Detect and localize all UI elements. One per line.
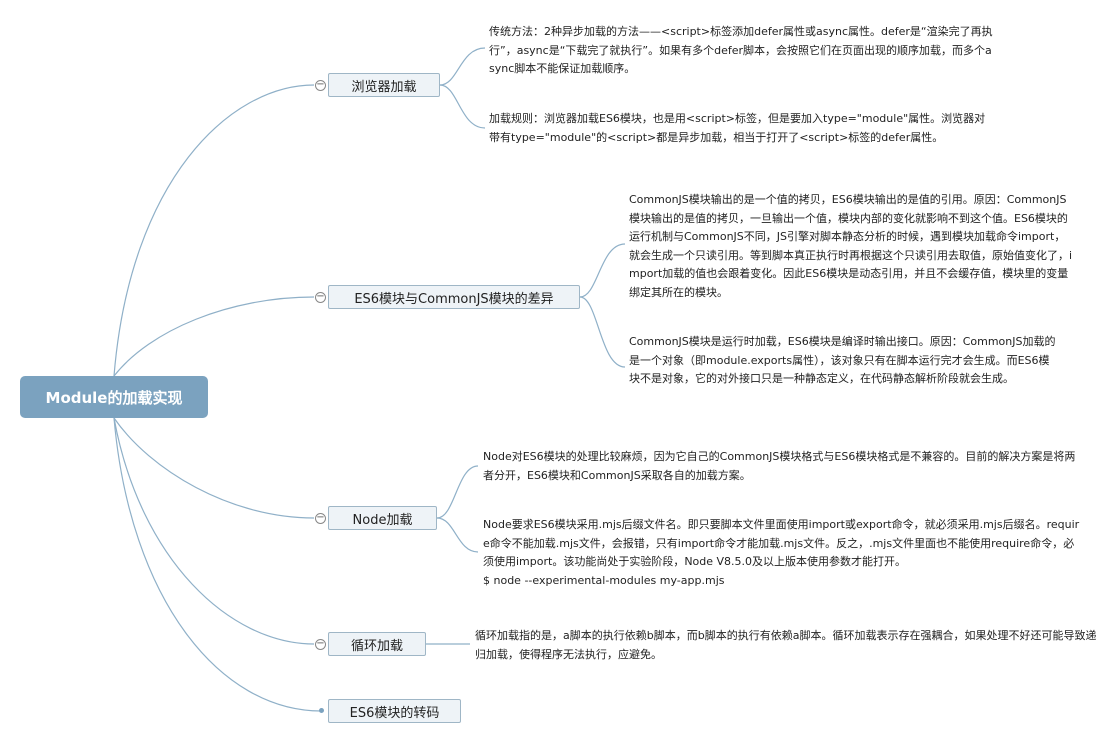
root-topic-label: Module的加载实现 xyxy=(45,388,183,407)
link-root-diff xyxy=(113,296,315,377)
link-browser-note2 xyxy=(439,84,486,129)
topic-node-label: Node加载 xyxy=(352,512,413,528)
topic-browser-label: 浏览器加载 xyxy=(351,79,417,95)
note-diff-1: CommonJS模块输出的是一个值的拷贝，ES6模块输出的是值的引用。原因：Co… xyxy=(629,193,1073,299)
topic-cycle-label: 循环加载 xyxy=(350,638,403,654)
topic-diff-label: ES6模块与CommonJS模块的差异 xyxy=(354,291,554,307)
note-browser-1: 传统方法：2种异步加载的方法——<script>标签添加defer属性或asyn… xyxy=(489,25,993,75)
topic-transpile[interactable]: ES6模块的转码 xyxy=(328,699,461,723)
topic-node[interactable]: Node加载 xyxy=(328,506,437,530)
note-node-1: Node对ES6模块的处理比较麻烦，因为它自己的CommonJS模块格式与ES6… xyxy=(483,450,1076,482)
link-root-node xyxy=(113,417,315,519)
link-root-browser xyxy=(113,84,315,377)
topic-browser[interactable]: 浏览器加载 xyxy=(328,73,440,97)
link-node-note2 xyxy=(436,517,479,553)
link-browser-note1 xyxy=(439,47,486,86)
collapse-browser-icon[interactable]: − xyxy=(315,79,326,91)
link-node-note1 xyxy=(436,465,479,519)
topic-transpile-label: ES6模块的转码 xyxy=(349,705,440,721)
topic-cycle[interactable]: 循环加载 xyxy=(328,632,426,656)
connector-dot xyxy=(319,708,324,713)
collapse-diff-icon[interactable]: − xyxy=(315,291,326,303)
link-root-cycle xyxy=(113,417,315,645)
note-node-2: Node要求ES6模块采用.mjs后缀文件名。即只要脚本文件里面使用import… xyxy=(483,518,1080,587)
link-root-transpile xyxy=(113,417,322,712)
note-browser-2: 加载规则：浏览器加载ES6模块，也是用<script>标签，但是要加入type=… xyxy=(489,112,986,144)
note-diff-2: CommonJS模块是运行时加载，ES6模块是编译时输出接口。原因：Common… xyxy=(629,335,1056,385)
collapse-node-icon[interactable]: − xyxy=(315,512,326,524)
link-diff-note1 xyxy=(579,243,626,298)
root-topic[interactable]: Module的加载实现 xyxy=(20,376,208,418)
topic-diff[interactable]: ES6模块与CommonJS模块的差异 xyxy=(328,285,580,309)
link-diff-note2 xyxy=(579,296,626,368)
collapse-cycle-icon[interactable]: − xyxy=(315,638,326,650)
note-cycle-1: 循环加载指的是，a脚本的执行依赖b脚本，而b脚本的执行有依赖a脚本。循环加载表示… xyxy=(475,629,1097,661)
